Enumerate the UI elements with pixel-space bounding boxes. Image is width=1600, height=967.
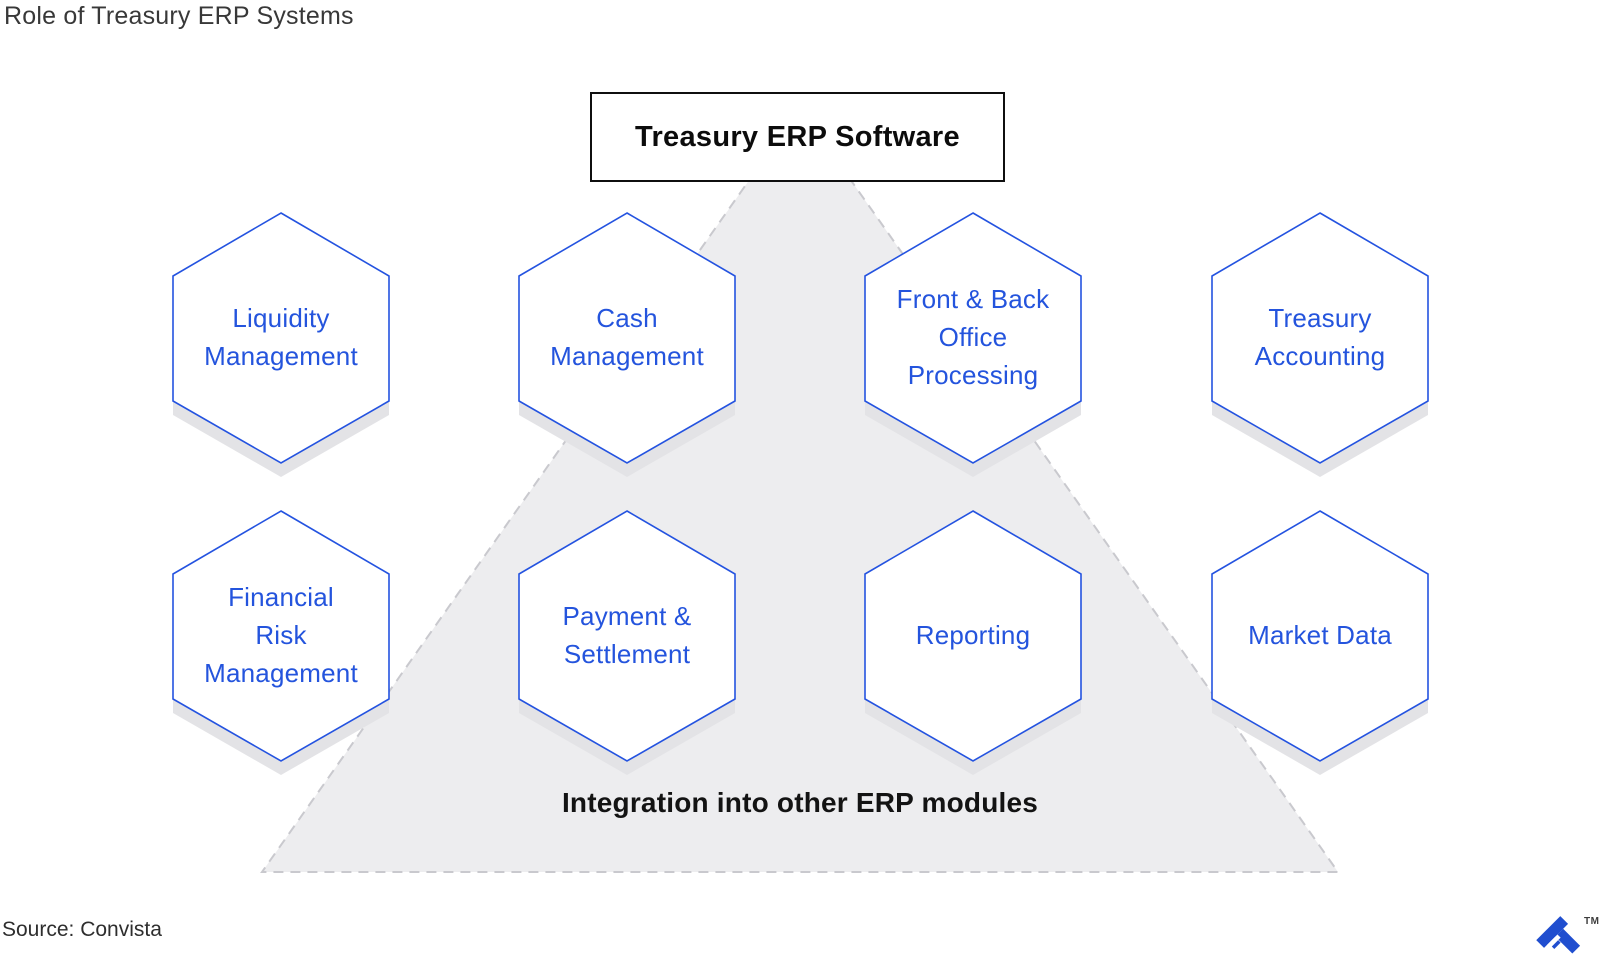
trademark-label: TM	[1584, 916, 1600, 927]
hexagon-shape	[518, 212, 736, 477]
treasury-erp-software-box: Treasury ERP Software	[590, 92, 1005, 182]
integration-caption: Integration into other ERP modules	[561, 787, 1039, 818]
hexagon-outline	[518, 212, 736, 464]
hexagon-liquidity-management: Liquidity Management	[172, 212, 390, 480]
hexagon-label: Payment & Settlement	[562, 601, 692, 669]
hexagon-label: Front & Back Office Processing	[896, 284, 1050, 390]
hexagon-shape	[864, 212, 1082, 477]
hexagon-shape	[172, 510, 390, 775]
hexagon-label: Liquidity Management	[204, 303, 358, 371]
page-title: Role of Treasury ERP Systems	[4, 2, 354, 30]
hexagon-outline	[172, 510, 390, 762]
toptal-logo-icon	[1536, 916, 1581, 954]
hexagon-label: Reporting	[915, 620, 1031, 651]
hexagon-outline	[1211, 212, 1429, 464]
hexagon-label: Financial Risk Management	[204, 582, 358, 688]
hexagon-label: Cash Management	[550, 303, 704, 371]
integration-triangle-shape	[260, 106, 1340, 873]
hexagon-label: Market Data	[1248, 620, 1392, 651]
hexagon-outline	[864, 212, 1082, 464]
hexagon-label: Treasury Accounting	[1254, 303, 1386, 371]
hexagon-payment-settlement: Payment & Settlement	[518, 510, 736, 778]
hexagon-shape	[864, 510, 1082, 775]
hexagon-shape	[1211, 510, 1429, 775]
hexagon-outline	[1211, 510, 1429, 762]
hexagon-cash-management: Cash Management	[518, 212, 736, 480]
hexagon-shape	[1211, 212, 1429, 477]
hexagon-outline	[864, 510, 1082, 762]
hexagon-shape	[172, 212, 390, 477]
hexagon-financial-risk-management: Financial Risk Management	[172, 510, 390, 778]
hexagon-treasury-accounting: Treasury Accounting	[1211, 212, 1429, 480]
hexagon-outline	[172, 212, 390, 464]
hexagon-reporting: Reporting	[864, 510, 1082, 778]
hexagon-market-data: Market Data	[1211, 510, 1429, 778]
treasury-erp-software-label: Treasury ERP Software	[635, 120, 960, 153]
source-note: Source: Convista	[2, 918, 162, 941]
hexagon-outline	[518, 510, 736, 762]
hexagon-shape	[518, 510, 736, 775]
hexagon-front-back-office-processing: Front & Back Office Processing	[864, 212, 1082, 480]
